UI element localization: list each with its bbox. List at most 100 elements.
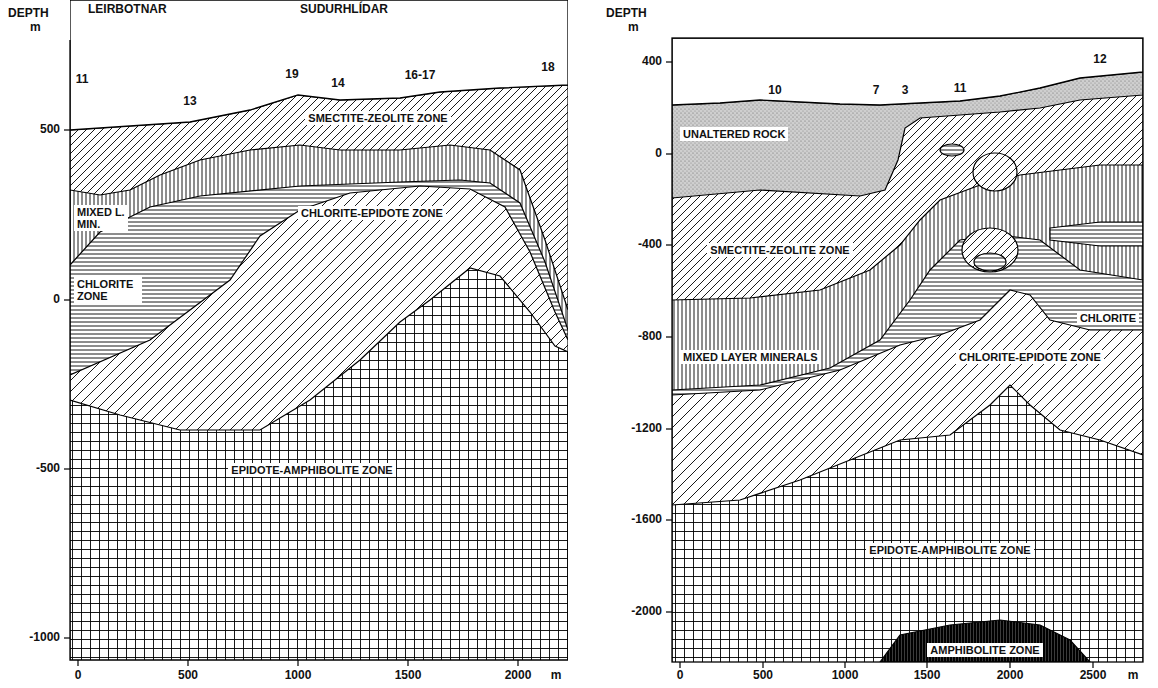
zone-label: CHLORITE ZONE bbox=[74, 277, 142, 303]
zone-label: CHLORITE-EPIDOTE ZONE bbox=[298, 206, 446, 220]
smectite-zeolite-zone bbox=[672, 72, 1143, 662]
ground-surface bbox=[70, 0, 568, 130]
axis-value: -1600 bbox=[631, 513, 662, 526]
well-number: 3 bbox=[902, 84, 909, 97]
axis-value: -800 bbox=[638, 330, 662, 343]
well-number: 11 bbox=[954, 82, 967, 95]
axis-value: -400 bbox=[638, 238, 662, 251]
smectite-pocket bbox=[973, 153, 1017, 191]
axis-tick bbox=[77, 660, 78, 666]
axis-tick bbox=[64, 468, 70, 469]
zone-label: SMECTITE-ZEOLITE ZONE bbox=[707, 243, 852, 257]
smectite-pocket bbox=[962, 228, 1018, 272]
axis-value: 0 bbox=[53, 293, 60, 306]
axis-value: 500 bbox=[178, 669, 198, 682]
heading-label: LEIRBOTNAR bbox=[88, 3, 167, 16]
mixed-layer-zone bbox=[70, 145, 568, 660]
axis-tick bbox=[1009, 662, 1010, 668]
axis-value: 400 bbox=[642, 55, 662, 68]
axis-value: m bbox=[551, 669, 562, 682]
epidote-amphibolite-zone bbox=[70, 268, 568, 660]
axis-value: -500 bbox=[36, 462, 60, 475]
axis-value: 0 bbox=[677, 669, 684, 682]
chlorite-zone bbox=[672, 235, 1143, 662]
axis-value: m bbox=[1128, 669, 1139, 682]
zone-label: MIXED LAYER MINERALS bbox=[680, 350, 821, 364]
ground-surface bbox=[672, 38, 1143, 105]
zone-label: EPIDOTE-AMPHIBOLITE ZONE bbox=[866, 543, 1033, 557]
axis-value: 2000 bbox=[505, 669, 532, 682]
zone-label: CHLORITE-EPIDOTE ZONE bbox=[956, 350, 1104, 364]
chlorite-epidote-zone bbox=[70, 186, 568, 660]
axis-value: 1500 bbox=[395, 669, 422, 682]
axis-tick bbox=[187, 660, 188, 666]
smectite-zeolite-zone bbox=[70, 85, 568, 660]
axis-line bbox=[70, 40, 568, 660]
chlorite-epidote-zone bbox=[672, 290, 1143, 662]
axis-tick bbox=[64, 299, 70, 300]
axis-tick bbox=[926, 662, 927, 668]
axis-tick bbox=[666, 428, 672, 429]
well-number: 18 bbox=[541, 61, 554, 74]
zone-label: EPIDOTE-AMPHIBOLITE ZONE bbox=[228, 463, 395, 477]
heading-label: DEPTH bbox=[606, 7, 647, 20]
well-number: 19 bbox=[285, 68, 298, 81]
left-section bbox=[70, 0, 568, 660]
axis-tick bbox=[666, 336, 672, 337]
axis-value: 500 bbox=[40, 123, 60, 136]
axis-value: 1500 bbox=[914, 669, 941, 682]
well-number: 16-17 bbox=[405, 69, 436, 82]
axis-tick bbox=[762, 662, 763, 668]
axis-value: -2000 bbox=[631, 605, 662, 618]
right-section bbox=[672, 38, 1143, 662]
well-number: 10 bbox=[768, 84, 781, 97]
well-number: 13 bbox=[183, 95, 196, 108]
zone-label: UNALTERED ROCK bbox=[680, 127, 788, 141]
heading-label: m bbox=[628, 21, 639, 34]
axis-value: 1000 bbox=[832, 669, 859, 682]
zone-label: AMPHIBOLITE ZONE bbox=[927, 643, 1042, 657]
heading-label: SUDURHLÍDAR bbox=[300, 3, 388, 16]
axes bbox=[64, 38, 1143, 668]
heading-label: m bbox=[30, 21, 41, 34]
axis-value: -1000 bbox=[29, 631, 60, 644]
axis-value: 2000 bbox=[997, 669, 1024, 682]
axis-tick bbox=[679, 662, 680, 668]
axis-tick bbox=[844, 662, 845, 668]
axis-value: 2500 bbox=[1080, 669, 1107, 682]
mixed-layer-zone bbox=[672, 165, 1143, 662]
zone-label: SMECTITE-ZEOLITE ZONE bbox=[305, 111, 450, 125]
frame bbox=[672, 38, 1143, 662]
axis-tick bbox=[517, 660, 518, 666]
axis-value: 1000 bbox=[285, 669, 312, 682]
axis-tick bbox=[666, 519, 672, 520]
axis-value: 500 bbox=[753, 669, 773, 682]
well-number: 12 bbox=[1093, 53, 1106, 66]
axis-tick bbox=[666, 611, 672, 612]
axis-tick bbox=[64, 129, 70, 130]
axis-tick bbox=[666, 153, 672, 154]
chlorite-zone bbox=[70, 180, 568, 660]
axis-value: 0 bbox=[75, 669, 82, 682]
zone-label: MIXED L. MIN. bbox=[74, 205, 128, 231]
epidote-amphibolite-zone bbox=[672, 385, 1143, 662]
axis-value: -1200 bbox=[631, 422, 662, 435]
axis-tick bbox=[666, 61, 672, 62]
axis-tick bbox=[297, 660, 298, 666]
well-number: 7 bbox=[873, 84, 880, 97]
axis-tick bbox=[64, 637, 70, 638]
well-number: 11 bbox=[76, 73, 89, 86]
chlorite-tongue bbox=[1050, 222, 1143, 246]
well-number: 14 bbox=[331, 77, 344, 90]
zone-label: CHLORITE bbox=[1077, 311, 1139, 325]
amphibolite-zone bbox=[880, 620, 1090, 662]
heading-label: DEPTH bbox=[8, 7, 49, 20]
axis-tick bbox=[1092, 662, 1093, 668]
axis-tick bbox=[407, 660, 408, 666]
axis-value: 0 bbox=[655, 147, 662, 160]
chlorite-pocket bbox=[974, 253, 1006, 271]
chlorite-pocket bbox=[940, 144, 964, 156]
axis-tick bbox=[666, 244, 672, 245]
